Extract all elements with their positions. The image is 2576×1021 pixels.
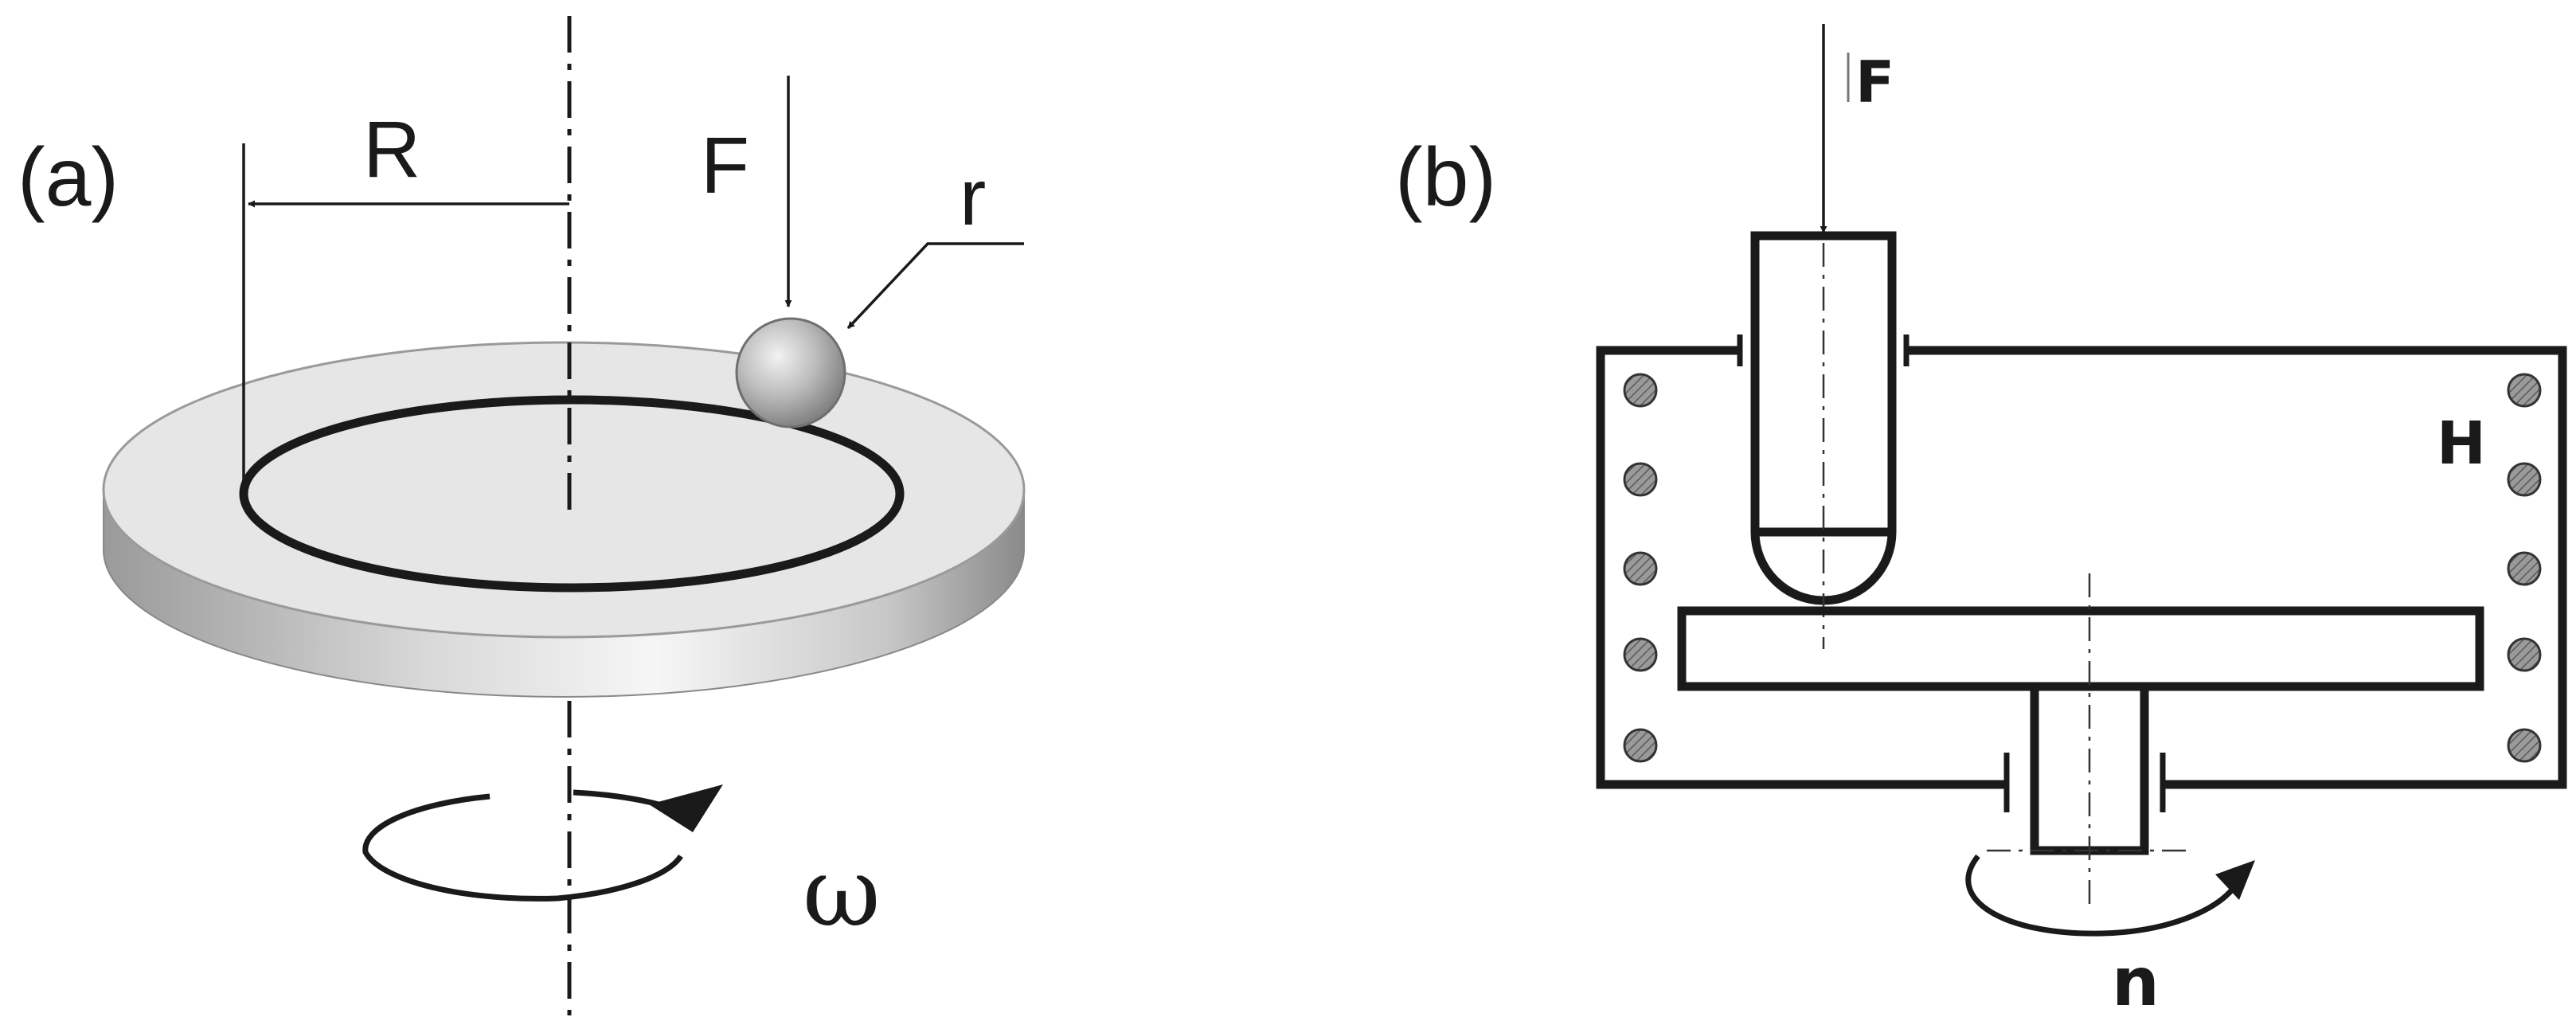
ball bbox=[735, 317, 846, 428]
radius-label: R bbox=[363, 105, 420, 194]
heater-label: H bbox=[2437, 409, 2486, 478]
chamber-frame bbox=[1596, 346, 2567, 789]
force-label-b: F bbox=[1855, 49, 1894, 115]
panel-a-label: (a) bbox=[18, 131, 119, 224]
rotation-arrow-n bbox=[1965, 854, 2236, 937]
heater-elements-left bbox=[1623, 373, 1658, 763]
rotation-arrow-omega-head bbox=[649, 784, 723, 832]
rotation-arrow-omega bbox=[362, 793, 683, 902]
heater-elements-right bbox=[2507, 373, 2542, 763]
rotation-arrow-n-head bbox=[2215, 860, 2255, 900]
force-label-a: F bbox=[701, 121, 749, 210]
wear-track bbox=[239, 395, 905, 593]
panel-a: (a) R F r ω bbox=[18, 16, 1026, 1015]
panel-b-label: (b) bbox=[1395, 131, 1496, 224]
disk-plate bbox=[1677, 606, 2484, 691]
pin-holder bbox=[1750, 231, 1897, 605]
rotation-label-n: n bbox=[2112, 943, 2160, 1021]
ball-radius-label: r bbox=[960, 153, 986, 242]
ball-radius-leader bbox=[846, 242, 1024, 330]
rotation-label-omega: ω bbox=[803, 838, 881, 949]
panel-b: (b) F bbox=[1395, 24, 2567, 1021]
